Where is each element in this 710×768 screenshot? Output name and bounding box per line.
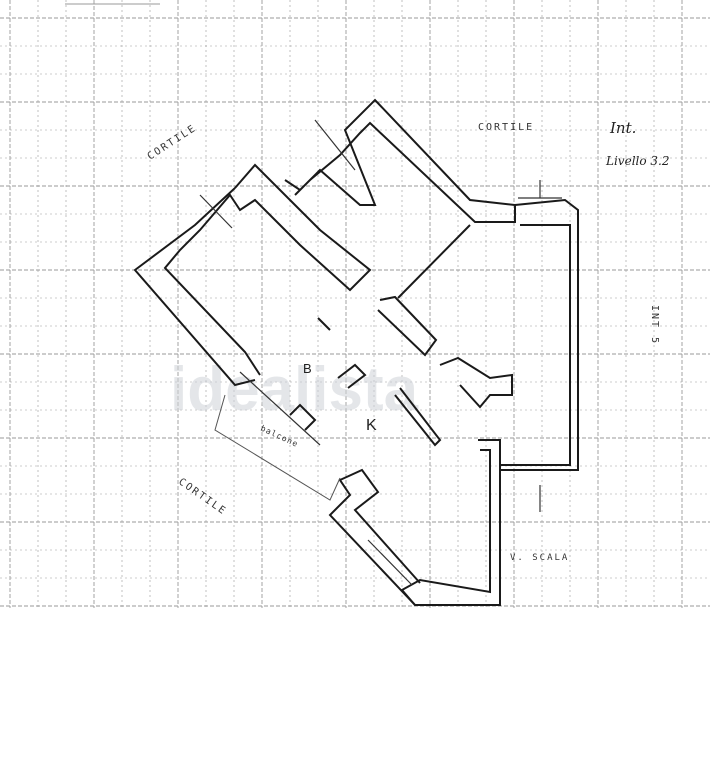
wall-partition-6	[397, 224, 471, 299]
wall-partition-4	[394, 387, 442, 447]
watermark: idealista	[170, 355, 419, 424]
wall-outer-left-outer	[133, 187, 256, 387]
label-room-k: K	[366, 417, 377, 434]
wall-partition-2	[439, 356, 513, 409]
wall-top-wing	[284, 98, 516, 223]
handwritten-note-line1: Int.	[609, 119, 636, 137]
label-cortile-bottom: CORTILE	[176, 476, 228, 517]
label-stairs: V. SCALA	[510, 553, 569, 563]
windows	[199, 119, 562, 586]
label-cortile-top-right: CORTILE	[478, 122, 534, 133]
label-balcony: balcone	[259, 424, 300, 449]
wall-bottom-wing	[328, 468, 421, 606]
window-bottom-1	[367, 539, 413, 586]
paper-grid	[0, 0, 710, 608]
window-left-1	[199, 194, 233, 229]
wall-right-block	[499, 198, 579, 471]
label-room-b: B	[303, 361, 312, 376]
wall-outer-left	[163, 163, 372, 376]
label-cortile-top-left: CORTILE	[146, 123, 199, 163]
wall-partition-7	[317, 317, 331, 331]
handwritten-note-line2: Livello 3.2	[605, 154, 670, 168]
walls	[133, 98, 579, 606]
window-balcony	[239, 371, 321, 446]
balcony-outline	[214, 394, 341, 501]
window-top-1	[314, 119, 356, 171]
wall-partition-3	[337, 363, 367, 389]
wall-partition-1	[377, 295, 438, 357]
wall-partition-5	[289, 403, 317, 431]
label-int-5: INT 5	[649, 305, 660, 345]
